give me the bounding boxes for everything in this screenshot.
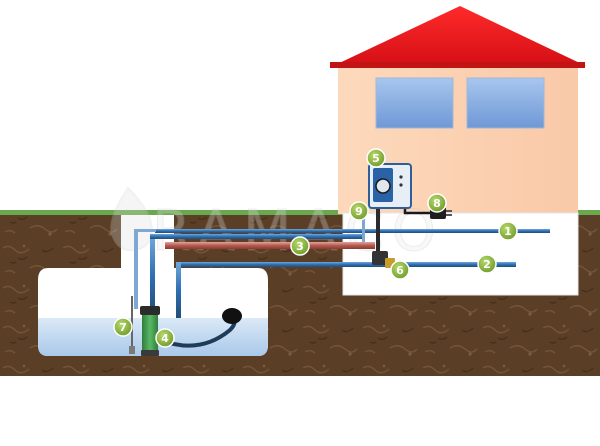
- pipes: [129, 194, 550, 354]
- marker-4-circle: [155, 328, 175, 348]
- pipe-2: [176, 262, 516, 267]
- pump-body: [142, 312, 158, 352]
- pump-base: [141, 350, 159, 356]
- control-unit: [368, 163, 412, 209]
- house-roof: [333, 6, 586, 66]
- watermark-drop-icon: [110, 186, 154, 252]
- marker-5-circle: [366, 148, 386, 168]
- marker-1: 1: [498, 221, 518, 241]
- house-riser-2: [362, 212, 365, 242]
- pump-head: [140, 306, 160, 315]
- markers: 1 2 3 4 5 6 7 8: [113, 148, 518, 348]
- marker-9: 9: [349, 201, 369, 221]
- marker-6-circle: [390, 260, 410, 280]
- marker-3-circle: [290, 236, 310, 256]
- window-left: [375, 77, 454, 129]
- pump-riser-top: [150, 234, 365, 239]
- marker-2-label: 2: [483, 258, 491, 271]
- grass-line: [0, 210, 600, 215]
- marker-4-label: 4: [161, 332, 169, 345]
- control-unit-led-1: [399, 175, 403, 179]
- valve-body: [372, 251, 388, 265]
- roof-gutter: [330, 62, 585, 68]
- house-riser: [376, 208, 380, 264]
- pipe-2-vertical: [176, 262, 181, 318]
- power-plug-pin-2: [446, 214, 452, 216]
- marker-8: 8: [427, 193, 447, 213]
- power-plug-pin: [446, 210, 452, 212]
- marker-5-label: 5: [372, 152, 380, 165]
- pump-riser-pipe: [150, 236, 155, 316]
- float-ball: [222, 308, 242, 324]
- basement-outline: [342, 212, 579, 296]
- marker-4: 4: [155, 328, 175, 348]
- control-unit-led-2: [399, 183, 403, 187]
- marker-1-circle: [498, 221, 518, 241]
- pipe-1-top: [134, 229, 156, 232]
- marker-9-label: 9: [355, 205, 363, 218]
- submersible-pump: [140, 306, 160, 356]
- control-unit-gauge: [375, 178, 391, 194]
- conduit-pipe-3: [165, 242, 375, 249]
- pipe-1: [155, 229, 550, 233]
- marker-2-circle: [477, 254, 497, 274]
- marker-1-label: 1: [504, 225, 512, 238]
- marker-8-label: 8: [433, 197, 441, 210]
- marker-9-circle: [349, 201, 369, 221]
- marker-7-circle: [113, 317, 133, 337]
- marker-6: 6: [390, 260, 410, 280]
- marker-6-label: 6: [396, 264, 404, 277]
- marker-7-label: 7: [119, 321, 127, 334]
- house: [330, 6, 586, 296]
- pipe-1-vertical: [134, 229, 138, 309]
- marker-3: 3: [290, 236, 310, 256]
- marker-7: 7: [113, 317, 133, 337]
- window-right: [466, 77, 545, 129]
- marker-5: 5: [366, 148, 386, 168]
- level-sensor-tip: [129, 346, 135, 354]
- marker-8-circle: [427, 193, 447, 213]
- marker-2: 2: [477, 254, 497, 274]
- marker-3-label: 3: [296, 240, 304, 253]
